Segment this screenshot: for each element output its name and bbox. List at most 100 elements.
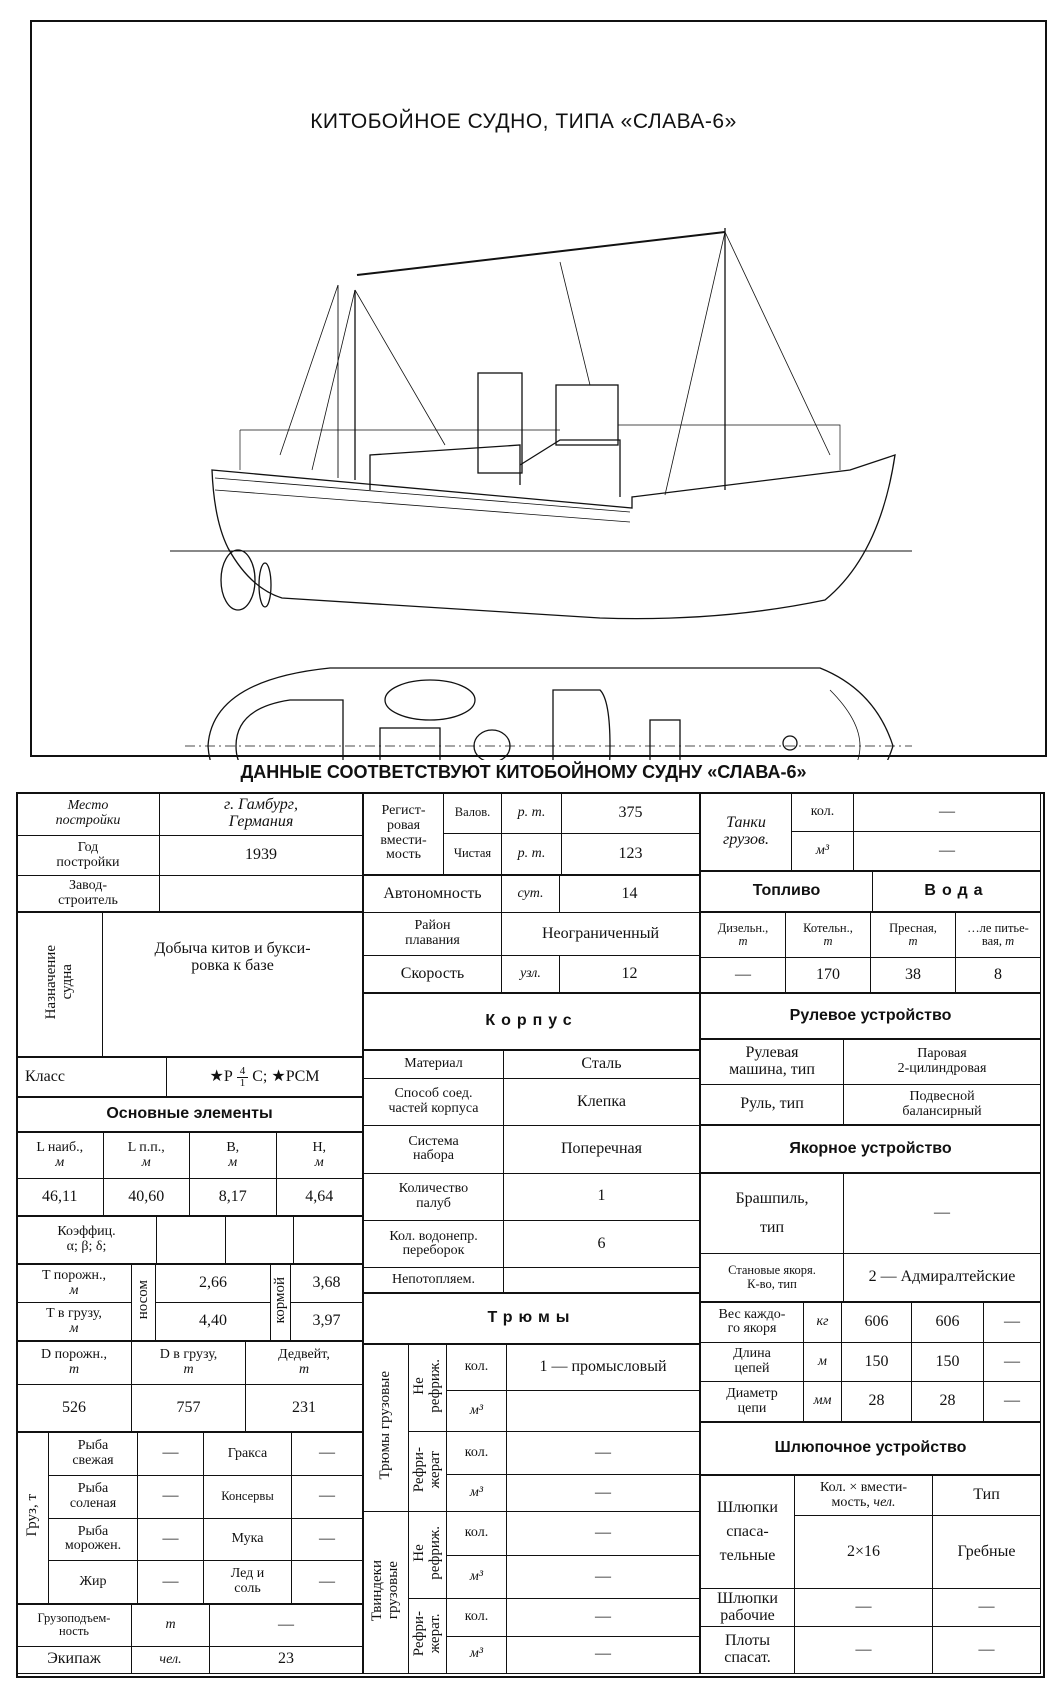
holds-header: Трюмы [363, 1293, 700, 1344]
holds-value: — [506, 1554, 700, 1600]
holds-value [506, 1390, 700, 1433]
gross-unit: р. т. [501, 792, 562, 834]
supply-unit: т [908, 934, 918, 948]
dim-value-h: 4,64 [275, 1178, 363, 1216]
cargo-value: — [137, 1560, 204, 1604]
holds-sub-label: Рефри- жерат [410, 1446, 443, 1492]
windlass-label: Брашпиль, тип [700, 1173, 844, 1254]
cargo-name: Консервы [203, 1474, 292, 1519]
lifeboat-port [384, 679, 476, 721]
net-label: Чистая [443, 833, 502, 875]
hull-header-block: Корпус [363, 993, 700, 1050]
coef-delta [293, 1216, 363, 1264]
fuel-header: Топливо [700, 871, 873, 912]
speed-value: 12 [559, 955, 700, 993]
anchor-weight-label: Вес каждо- го якоря [700, 1302, 804, 1343]
deadweight-value: 231 [245, 1384, 363, 1432]
propeller [258, 562, 272, 608]
funnel-plan [473, 729, 511, 760]
superstructure [369, 439, 621, 497]
holds-block: Трюмы грузовые Не рефриж. кол.1 — промыс… [363, 1343, 700, 1675]
gross-label: Валов. [443, 792, 502, 834]
holds-value: — [506, 1598, 700, 1637]
railings [239, 424, 841, 470]
cargo-name: Жир [48, 1560, 138, 1604]
class-p: P [223, 1067, 233, 1085]
holds-sub-cell: Рефри- жерат [408, 1431, 447, 1513]
disp-load-text: D в грузу, [159, 1347, 218, 1363]
draft-load-text: T в грузу, [46, 1305, 102, 1321]
drawing-frame [30, 20, 1047, 757]
rafts-label: Плоты спасат. [700, 1626, 795, 1674]
dim-value-loa: 46,11 [16, 1178, 104, 1216]
hull-header: Корпус [363, 993, 700, 1050]
hull-row-value: Клепка [503, 1077, 700, 1127]
cargo-name: Рыба свежая [48, 1432, 138, 1476]
purpose-block: Назначение судна Добыча китов и букси- р… [16, 912, 363, 1057]
cargo-name: Рыба соленая [48, 1474, 138, 1519]
boats-qty-unit: чел. [873, 1494, 896, 1510]
disp-empty-text: D порожн., [41, 1347, 107, 1363]
chain-diameter-v2: 28 [911, 1381, 984, 1422]
hull-row-label: Кол. водонепр. переборок [363, 1220, 504, 1269]
holds-value: — [506, 1431, 700, 1475]
ship-drawing [170, 228, 912, 760]
cargo-label: Груз, т [23, 1494, 40, 1537]
anchors-value: 2 — Адмиралтейские [843, 1253, 1041, 1302]
hull-row-label: Способ соед. частей корпуса [363, 1077, 504, 1127]
disp-unit: т [68, 1362, 80, 1377]
supply-unit: т [823, 934, 833, 948]
drinking-water-value: 8 [955, 957, 1041, 993]
dim-unit: м [228, 1154, 238, 1170]
register-star-icon: ★ [209, 1067, 224, 1085]
coefficients-block: Коэффиц. α; β; δ; [16, 1216, 363, 1264]
purpose-value: Добыча китов и букси- ровка к базе [102, 912, 363, 1057]
deadweight-label: Дедвейт,т [245, 1341, 363, 1385]
draft-unit: м [69, 1320, 79, 1336]
holds-unit: м³ [446, 1473, 507, 1513]
page-title: КИТОБОЙНОЕ СУДНО, ТИПА «СЛАВА-6» [310, 110, 737, 133]
dim-header-lpp: L п.п.,м [102, 1132, 190, 1179]
holds-group-label: Твиндеки грузовые [369, 1559, 401, 1621]
hull-row-label: Система набора [363, 1125, 504, 1174]
bulwark-lines [214, 477, 631, 523]
rigging [279, 231, 831, 496]
dim-header-loa: L наиб.,м [16, 1132, 104, 1179]
holds-unit: кол. [446, 1343, 507, 1392]
main-elements-header-block: Основные элементы [16, 1097, 363, 1132]
windlass-block: Брашпиль, тип— Становые якоря. К-во, тип… [700, 1173, 1041, 1302]
draft-load-label: T в грузу,м [16, 1302, 132, 1341]
gun-mount [782, 735, 798, 751]
fresh-water-value: 38 [870, 957, 956, 993]
tanks-vol-value: — [853, 831, 1041, 871]
holds-group-cell: Твиндеки грузовые [363, 1511, 409, 1674]
dim-unit: м [55, 1154, 65, 1170]
boats-header-block: Шлюпочное устройство [700, 1422, 1041, 1475]
tonnage-label: Регист- ровая вмести- мость [363, 792, 444, 875]
holds-sub-cell: Рефри- жерат. [408, 1598, 447, 1674]
anchor-weight-v1: 606 [841, 1302, 912, 1343]
dim-unit: м [141, 1154, 151, 1170]
windlass-value: — [843, 1173, 1041, 1254]
hull-row-value: 1 [503, 1172, 700, 1222]
holds-value: — [506, 1511, 700, 1556]
lifeboats-type: Гребные [932, 1515, 1041, 1589]
disp-load-value: 757 [131, 1384, 246, 1432]
crew-unit: чел. [131, 1645, 210, 1675]
drinking-water-label: …ле питье- вая, т [955, 912, 1041, 958]
boats-header: Шлюпочное устройство [700, 1422, 1041, 1475]
lifting-value: — [209, 1604, 363, 1647]
bridge [555, 384, 619, 446]
area-label: Район плавания [363, 912, 502, 956]
tanks-label: Танки грузов. [700, 792, 792, 871]
fresh-water-label: Пресная,т [870, 912, 956, 958]
dim-label: B, [226, 1139, 240, 1155]
disp-unit: т [298, 1362, 310, 1377]
hull-row-label: Материал [363, 1050, 504, 1079]
diesel-label: Дизельн.,т [700, 912, 786, 958]
anchor-header: Якорное устройство [700, 1125, 1041, 1173]
boats-qty-header: Кол. × вмести- мость, чел. [794, 1475, 933, 1516]
